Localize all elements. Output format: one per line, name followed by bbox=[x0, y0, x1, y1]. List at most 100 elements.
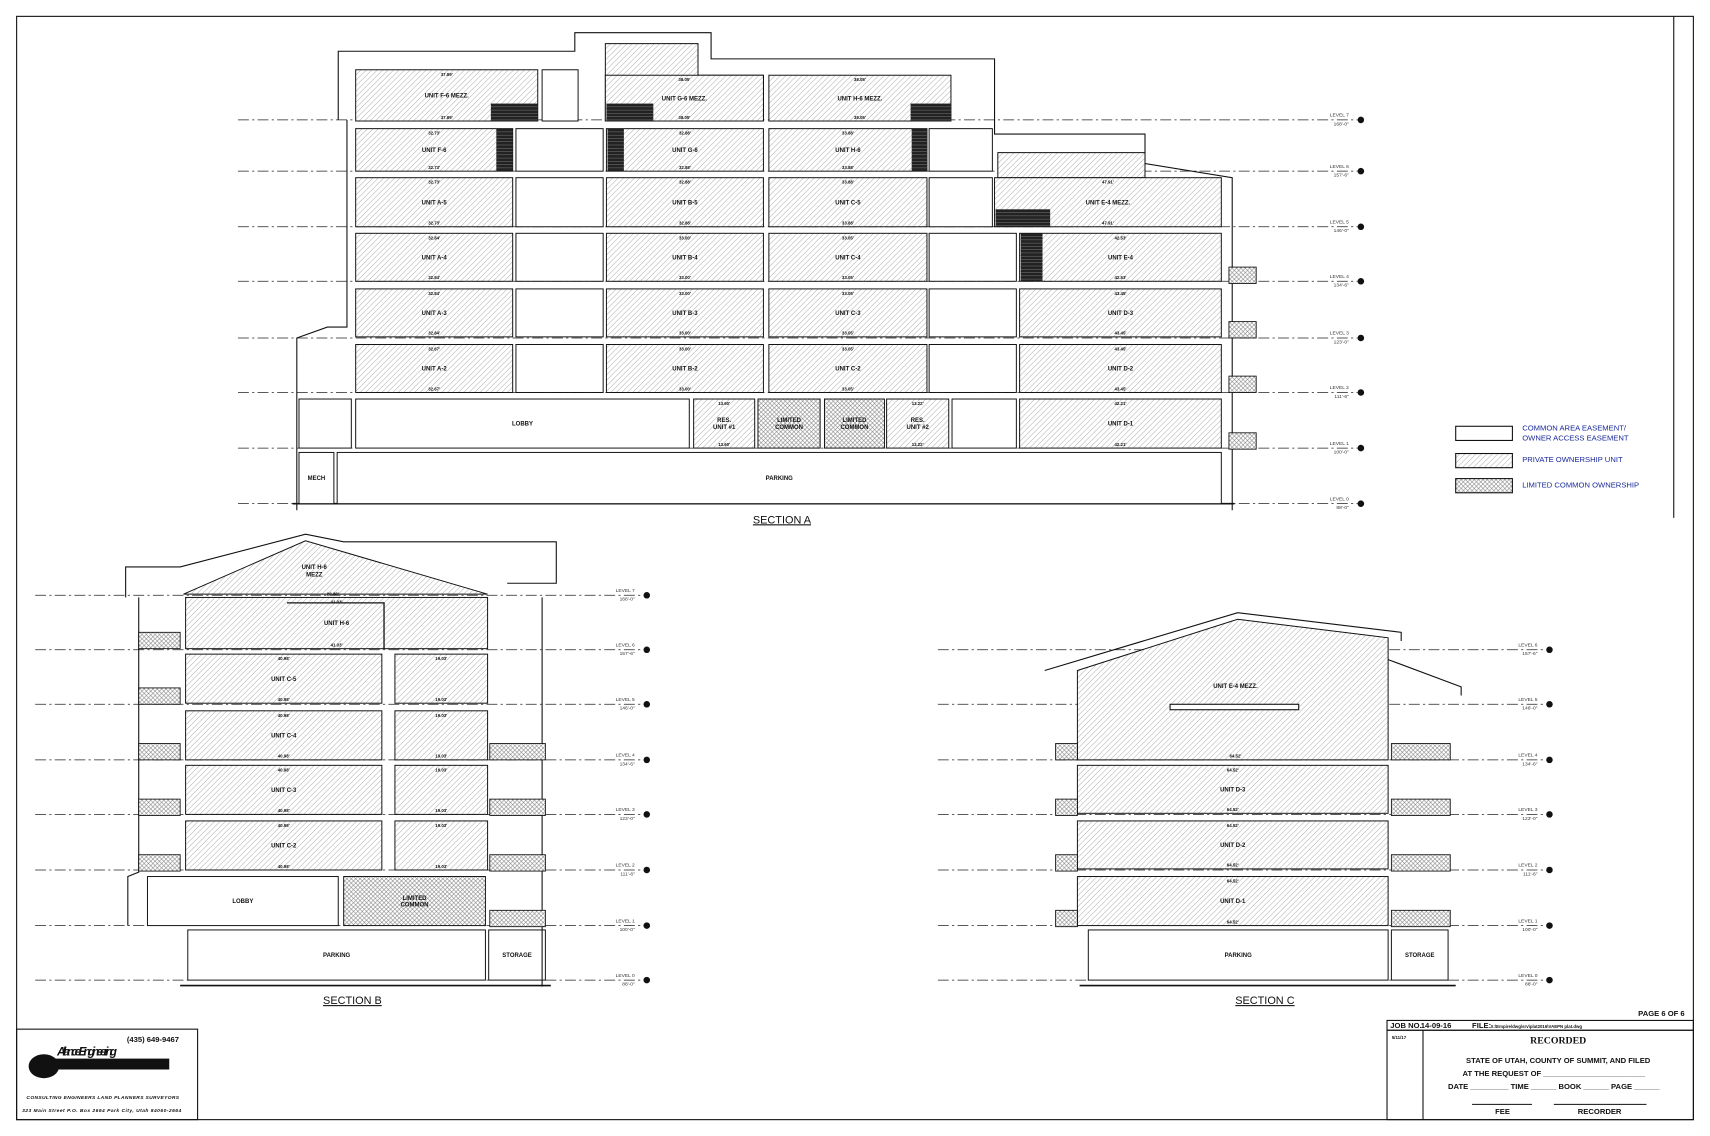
dimension-top: 40.98' bbox=[278, 767, 290, 772]
unit-space bbox=[355, 232, 514, 282]
room-label: UNIT C-2 bbox=[835, 367, 861, 373]
unit-space bbox=[1019, 288, 1222, 338]
level-marker-icon bbox=[643, 866, 651, 874]
common-area bbox=[298, 398, 352, 449]
unit-space bbox=[1087, 929, 1389, 981]
roof-outline bbox=[1044, 612, 1402, 672]
dimension-bottom: 41.03' bbox=[331, 642, 343, 647]
job-label: JOB NO.: bbox=[1390, 1021, 1424, 1030]
balcony bbox=[1055, 743, 1078, 761]
room-label: UNIT H-6 MEZZ. bbox=[837, 96, 882, 102]
level-name: LEVEL 5 bbox=[1518, 697, 1537, 703]
room-label: UNIT A-2 bbox=[422, 367, 448, 373]
room-label: UNIT H-6 bbox=[302, 565, 328, 571]
level-name: LEVEL 4 bbox=[1330, 274, 1349, 280]
dimension-bottom: 33.00' bbox=[679, 275, 691, 280]
dimension-top: 43.45' bbox=[1114, 347, 1126, 352]
balcony bbox=[489, 743, 546, 761]
unit-space bbox=[185, 764, 383, 815]
level-marker-icon bbox=[1546, 866, 1553, 874]
level-elevation: 111'-6" bbox=[1523, 871, 1538, 877]
level-marker-icon bbox=[1357, 116, 1365, 124]
level-marker-icon bbox=[1546, 811, 1553, 818]
level-elevation: 100'-0" bbox=[1334, 450, 1349, 456]
building-outline bbox=[337, 32, 1233, 511]
room-label: UNIT H-6 bbox=[835, 148, 861, 154]
level-marker-icon bbox=[643, 701, 651, 708]
room-label: UNIT F-6 bbox=[422, 148, 447, 154]
level-name: LEVEL 1 bbox=[1330, 441, 1349, 447]
legend-swatch-common bbox=[1455, 425, 1513, 441]
balcony bbox=[1390, 743, 1451, 761]
dimension-bottom: 33.00' bbox=[679, 386, 691, 391]
dimension-top: 33.05' bbox=[842, 291, 854, 296]
level-name: LEVEL 1 bbox=[616, 918, 635, 924]
dimension-top: 40.98' bbox=[278, 823, 290, 828]
date: 5/11/17 bbox=[1392, 1035, 1407, 1040]
unit-space bbox=[394, 653, 489, 704]
dimension-top: 40.98' bbox=[278, 656, 290, 661]
common-area bbox=[928, 177, 993, 228]
stair-icon bbox=[496, 128, 513, 172]
dimension-top: 33.88' bbox=[842, 131, 854, 136]
room-label: UNIT G-6 MEZZ. bbox=[662, 96, 708, 102]
page-number: PAGE 6 OF 6 bbox=[1638, 1009, 1684, 1018]
dimension-top: 41.03' bbox=[331, 599, 343, 604]
legend-label: PRIVATE OWNERSHIP UNIT bbox=[1522, 455, 1623, 464]
legend-label: LIMITED COMMON OWNERSHIP bbox=[1522, 480, 1639, 489]
room-label: UNIT D-3 bbox=[1108, 311, 1134, 317]
legend-label: OWNER ACCESS EASEMENT bbox=[1522, 433, 1629, 442]
level-name: LEVEL 4 bbox=[616, 753, 635, 759]
level-marker-icon bbox=[643, 922, 651, 929]
dimension-top: 64.52' bbox=[1227, 767, 1239, 772]
dimension-bottom: 19.03' bbox=[435, 864, 447, 869]
dimension-top: 40.98' bbox=[278, 713, 290, 718]
level-elevation: 134'-6" bbox=[1522, 761, 1537, 767]
level-elevation: 123'-0" bbox=[1334, 339, 1349, 345]
stair-icon bbox=[490, 103, 538, 122]
company-phone: (435) 649-9467 bbox=[127, 1035, 179, 1044]
stair-icon bbox=[607, 128, 624, 172]
dimension-top: 33.05' bbox=[842, 235, 854, 240]
level-name: LEVEL 0 bbox=[1518, 973, 1537, 979]
dimension-bottom: 40.98' bbox=[278, 864, 290, 869]
room-label: UNIT D-3 bbox=[1220, 787, 1246, 793]
room-label: COMMON bbox=[775, 425, 803, 431]
dimension-top: 64.52' bbox=[1227, 823, 1239, 828]
room-label: UNIT D-2 bbox=[1108, 367, 1134, 373]
request-line: AT THE REQUEST OF ______________________… bbox=[1463, 1069, 1646, 1078]
level-name: LEVEL 3 bbox=[1330, 331, 1349, 337]
balcony bbox=[1228, 321, 1257, 339]
dimension-top: 19.03' bbox=[435, 656, 447, 661]
balcony bbox=[1228, 375, 1257, 393]
level-elevation: 157'-6" bbox=[620, 651, 635, 657]
legend-swatch-limited bbox=[1455, 478, 1513, 494]
balcony bbox=[489, 854, 546, 872]
dimension-top: 33.00' bbox=[679, 235, 691, 240]
sheet-border bbox=[16, 15, 1694, 1121]
room-label: UNIT C-5 bbox=[835, 200, 861, 206]
unit-space bbox=[1076, 820, 1389, 870]
dimension-bottom: 19.03' bbox=[435, 808, 447, 813]
room-label: LOBBY bbox=[512, 422, 533, 428]
recorded-heading: RECORDED bbox=[1530, 1035, 1586, 1046]
stair-icon bbox=[606, 103, 654, 122]
dimension-bottom: 13.60' bbox=[718, 442, 730, 447]
section-a-title: SECTION A bbox=[753, 514, 812, 526]
balcony bbox=[1228, 432, 1257, 450]
level-elevation: 88'-0" bbox=[1525, 982, 1538, 988]
unit-space bbox=[394, 820, 489, 871]
level-elevation: 168'-0" bbox=[1334, 121, 1349, 127]
balcony bbox=[1228, 266, 1257, 284]
recorder-label: RECORDER bbox=[1578, 1107, 1622, 1116]
unit-space bbox=[355, 288, 514, 338]
room-label: PARKING bbox=[323, 953, 350, 959]
balcony bbox=[138, 687, 181, 705]
room-label: LOBBY bbox=[232, 899, 253, 905]
level-elevation: 157'-6" bbox=[1522, 651, 1537, 657]
unit-space bbox=[1076, 876, 1389, 927]
level-marker-icon bbox=[643, 811, 651, 818]
dimension-top: 32.84' bbox=[428, 235, 440, 240]
fee-label: FEE bbox=[1495, 1107, 1510, 1116]
